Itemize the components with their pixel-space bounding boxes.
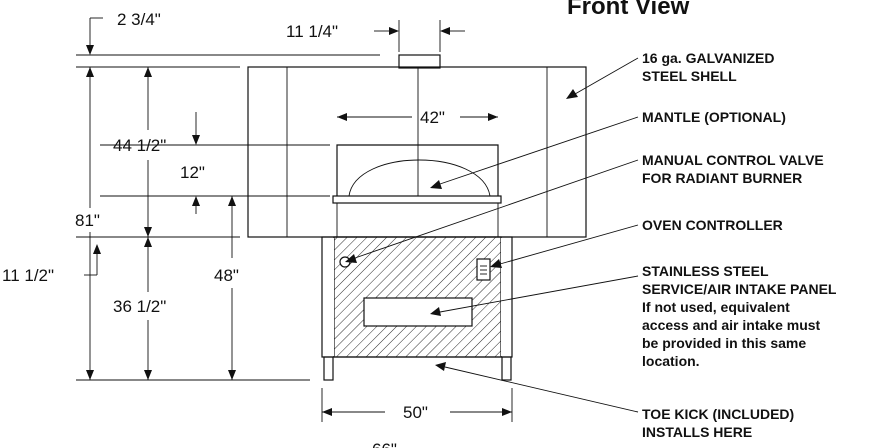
callout-toe-line1: TOE KICK (INCLUDED) — [642, 406, 794, 422]
oven-controller-box — [476, 258, 491, 281]
callout-valve-line2: FOR RADIANT BURNER — [642, 170, 802, 186]
callout-panel-line4: access and air intake must — [642, 317, 821, 333]
oven-opening — [332, 144, 502, 237]
dim-12: 12" — [180, 163, 205, 182]
view-title: Front View — [567, 0, 690, 20]
dim-44-1-2: 44 1/2" — [113, 136, 166, 155]
callout-shell-line1: 16 ga. GALVANIZED — [642, 50, 775, 66]
dim-11-1-2: 11 1/2" — [2, 266, 54, 285]
dim-11-1-4: 11 1/4" — [286, 22, 338, 41]
callout-panel-line3: If not used, equivalent — [642, 299, 790, 315]
callout-mantle: MANTLE (OPTIONAL) — [642, 109, 786, 125]
callout-shell-line2: STEEL SHELL — [642, 68, 737, 84]
dim-cut-off: 66" — [372, 440, 397, 448]
dimension-lines — [76, 17, 513, 422]
callout-toe-line2: INSTALLS HERE — [642, 424, 752, 440]
callout-valve-line1: MANUAL CONTROL VALVE — [642, 152, 824, 168]
dim-81: 81" — [75, 211, 100, 230]
callout-controller: OVEN CONTROLLER — [642, 217, 783, 233]
dim-50: 50" — [403, 403, 428, 422]
callout-panel-line6: location. — [642, 353, 700, 369]
stainless-steel-panel — [321, 236, 513, 358]
callout-panel-line2: SERVICE/AIR INTAKE PANEL — [642, 281, 837, 297]
oven-shell — [247, 54, 587, 238]
dim-2-3-4: 2 3/4" — [117, 10, 161, 29]
oven-legs — [323, 356, 512, 381]
dim-42: 42" — [420, 108, 445, 127]
callout-leaders — [345, 57, 639, 413]
callout-panel-line1: STAINLESS STEEL — [642, 263, 769, 279]
dim-36-1-2: 36 1/2" — [113, 297, 166, 316]
callout-panel-line5: be provided in this same — [642, 335, 806, 351]
dim-48: 48" — [214, 266, 239, 285]
